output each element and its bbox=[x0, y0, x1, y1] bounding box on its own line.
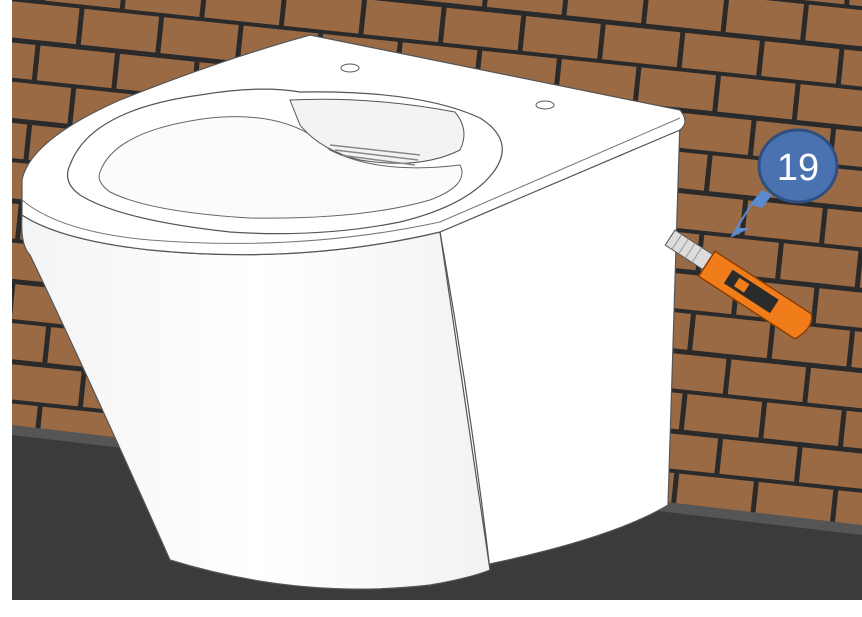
fixing-hole-left bbox=[341, 64, 359, 72]
step-number: 19 bbox=[777, 147, 819, 189]
fixing-hole-right bbox=[536, 101, 554, 109]
step-badge: 19 bbox=[759, 130, 837, 202]
